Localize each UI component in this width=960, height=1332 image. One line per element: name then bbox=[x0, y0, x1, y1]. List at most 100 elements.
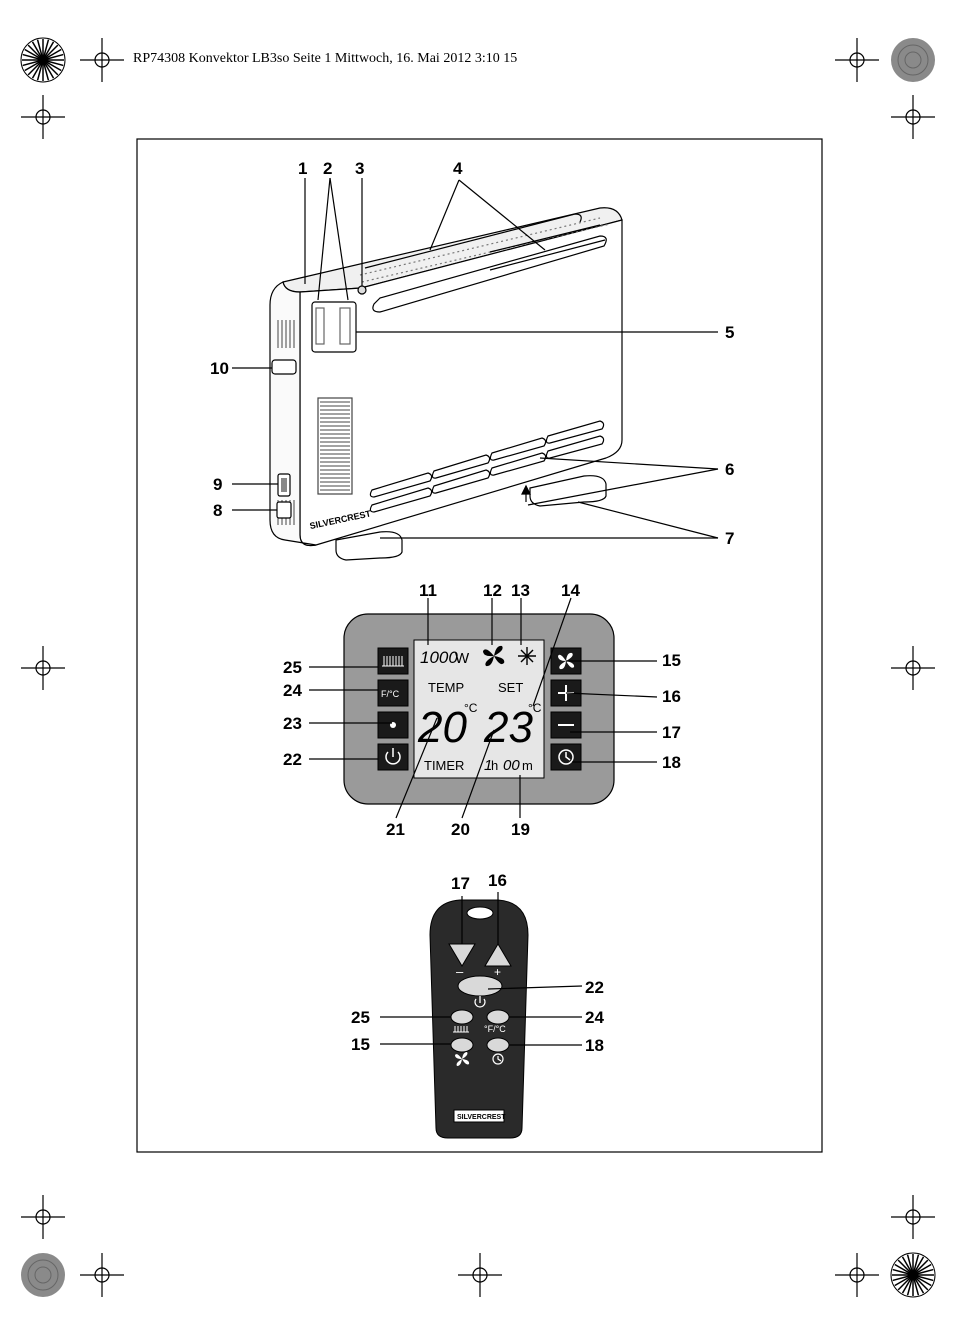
crosshair-mark-bm bbox=[458, 1253, 502, 1297]
panel-callout-labels: 11 12 13 14 25 24 23 22 15 16 17 18 21 2… bbox=[283, 581, 681, 839]
crosshair-mark-bl1 bbox=[21, 1195, 65, 1239]
heater-callout-4: 4 bbox=[453, 159, 463, 178]
lcd-screen bbox=[413, 639, 545, 779]
heater-callout-9: 9 bbox=[213, 475, 222, 494]
heater-callout-10: 10 bbox=[210, 359, 229, 378]
heater-foot-right bbox=[529, 475, 607, 507]
lcd-fan-icon bbox=[483, 645, 505, 667]
heater-callout-6: 6 bbox=[725, 460, 734, 479]
remote-button-24 bbox=[486, 1009, 510, 1025]
remote-plus-label: + bbox=[494, 965, 501, 979]
panel-callout-19: 19 bbox=[511, 820, 530, 839]
panel-callout-12: 12 bbox=[483, 581, 502, 600]
panel-callout-20: 20 bbox=[451, 820, 470, 839]
lcd-temp-label: TEMP bbox=[428, 680, 464, 695]
fan-icon-15 bbox=[558, 652, 575, 670]
lcd-timer-m-unit: m bbox=[522, 758, 533, 773]
lcd-timer-h-unit: h bbox=[491, 758, 498, 773]
heater-callout-3: 3 bbox=[355, 159, 364, 178]
remote-fc-label: °F/°C bbox=[484, 1024, 506, 1034]
panel-callout-14: 14 bbox=[561, 581, 580, 600]
panel-callout-15: 15 bbox=[662, 651, 681, 670]
remote-callout-25: 25 bbox=[351, 1008, 370, 1027]
gray-disc-mark-bl bbox=[21, 1253, 65, 1297]
lcd-power-unit: W bbox=[455, 650, 470, 667]
panel-callout-11: 11 bbox=[419, 581, 437, 600]
remote-callout-18: 18 bbox=[585, 1036, 604, 1055]
lcd-timer-label: TIMER bbox=[424, 758, 464, 773]
page-header: RP74308 Konvektor LB3so Seite 1 Mittwoch… bbox=[133, 51, 518, 66]
heater-switch-8 bbox=[276, 501, 292, 519]
crosshair-mark-ml bbox=[21, 646, 65, 690]
crosshair-mark-tl2 bbox=[21, 95, 65, 139]
crosshair-mark-bl2 bbox=[80, 1253, 124, 1297]
crosshair-mark-mr bbox=[891, 646, 935, 690]
remote-callout-17: 17 bbox=[451, 874, 470, 893]
panel-callout-16: 16 bbox=[662, 687, 681, 706]
lcd-set-unit: °C bbox=[528, 701, 542, 715]
starburst-mark-br bbox=[890, 1252, 936, 1298]
panel-button-17 bbox=[550, 711, 582, 739]
heater-control-panel bbox=[311, 301, 357, 353]
remote-button-up bbox=[484, 943, 512, 967]
lcd-temp-value: 20 bbox=[417, 703, 467, 752]
starburst-mark-tl bbox=[20, 37, 66, 83]
crosshair-mark-tr1 bbox=[835, 38, 879, 82]
remote-button-25 bbox=[450, 1009, 474, 1025]
remote-ir-window bbox=[466, 906, 494, 920]
panel-callout-21: 21 bbox=[386, 820, 405, 839]
lcd-timer-hours: 1 bbox=[484, 757, 492, 774]
heater-callout-7: 7 bbox=[725, 529, 734, 548]
heater-callout-8: 8 bbox=[213, 501, 222, 520]
control-panel: F/°C 1000 W TEMP SET 20 °C 23 °C TIMER 1… bbox=[343, 613, 615, 805]
remote-control: – + °F/°C SILVERCREST bbox=[429, 899, 529, 1139]
remote-button-15 bbox=[450, 1037, 474, 1053]
power-icon bbox=[385, 748, 401, 765]
remote-callout-24: 24 bbox=[585, 1008, 604, 1027]
heater-front-grille bbox=[317, 397, 353, 495]
lcd-timer-minutes: 00 bbox=[503, 757, 520, 774]
remote-timer-icon bbox=[492, 1053, 504, 1065]
heater-callout-labels: 1 2 3 4 5 10 9 8 6 7 bbox=[210, 159, 734, 548]
heater-callout-2: 2 bbox=[323, 159, 332, 178]
remote-callout-labels: 17 16 25 15 22 24 18 bbox=[351, 871, 604, 1055]
remote-minus-label: – bbox=[456, 964, 464, 979]
heater-leader-lines bbox=[232, 177, 719, 539]
remote-body bbox=[429, 899, 529, 1139]
heater-handle bbox=[271, 359, 297, 375]
panel-callout-25: 25 bbox=[283, 658, 302, 677]
remote-brand: SILVERCREST bbox=[457, 1114, 506, 1121]
remote-leader-lines bbox=[380, 892, 583, 1046]
heater-illustration: SILVERCREST bbox=[269, 207, 623, 561]
lcd-temp-unit: °C bbox=[464, 701, 478, 715]
panel-callout-13: 13 bbox=[511, 581, 530, 600]
panel-callout-23: 23 bbox=[283, 714, 302, 733]
heater-sensor bbox=[357, 285, 367, 295]
crosshair-mark-tl1 bbox=[80, 38, 124, 82]
panel-leader-lines bbox=[309, 597, 658, 819]
remote-button-18 bbox=[486, 1037, 510, 1053]
snowflake-icon bbox=[518, 647, 536, 665]
heater-callout-1: 1 bbox=[298, 159, 307, 178]
registration-marks bbox=[21, 38, 935, 1297]
remote-fan-icon bbox=[455, 1052, 470, 1066]
remote-power-icon bbox=[474, 996, 486, 1008]
panel-button-24-label: F/°C bbox=[381, 689, 400, 699]
panel-callout-17: 17 bbox=[662, 723, 681, 742]
heater-foot-left bbox=[335, 531, 403, 561]
panel-callout-22: 22 bbox=[283, 750, 302, 769]
crosshair-mark-br1 bbox=[891, 1195, 935, 1239]
lcd-power-value: 1000 bbox=[420, 648, 458, 667]
timer-icon bbox=[558, 749, 574, 765]
remote-callout-16: 16 bbox=[488, 871, 507, 890]
lcd-set-value: 23 bbox=[483, 703, 533, 752]
panel-callout-24: 24 bbox=[283, 681, 302, 700]
remote-callout-15: 15 bbox=[351, 1035, 370, 1054]
remote-button-power bbox=[457, 975, 503, 997]
crosshair-mark-tr2 bbox=[891, 95, 935, 139]
heater-callout-5: 5 bbox=[725, 323, 734, 342]
panel-callout-18: 18 bbox=[662, 753, 681, 772]
gray-disc-mark-tr bbox=[891, 38, 935, 82]
crosshair-mark-br2 bbox=[835, 1253, 879, 1297]
